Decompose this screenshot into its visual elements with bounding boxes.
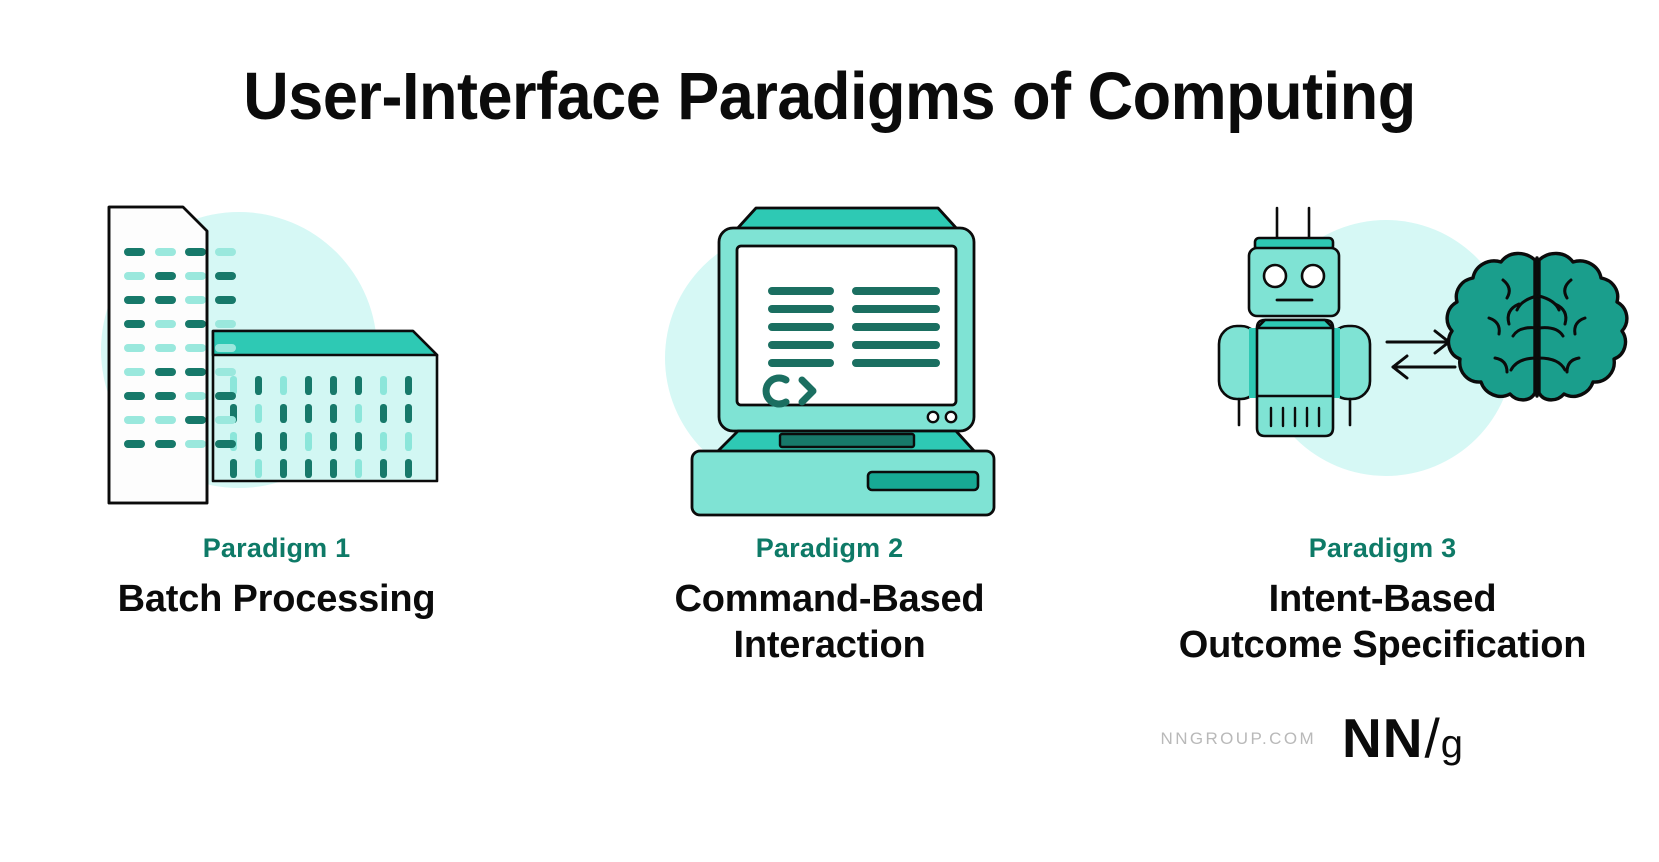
robot-eye-left xyxy=(1262,263,1287,289)
stand-slot xyxy=(778,432,915,449)
nng-logo: NN / g xyxy=(1342,711,1463,766)
paradigm-1-caption: Paradigm 1 Batch Processing xyxy=(17,533,537,622)
paradigm-column-3: Paradigm 3 Intent-Based Outcome Specific… xyxy=(1106,200,1659,690)
robot-grille xyxy=(1269,406,1320,428)
robot-torso xyxy=(1255,318,1334,438)
paradigm-1-name: Batch Processing xyxy=(117,577,436,620)
robot-brain-illustration xyxy=(1173,200,1629,510)
paradigm-1-kicker: Paradigm 1 xyxy=(202,533,351,563)
monitor-leds xyxy=(926,410,957,424)
arrow-left-head xyxy=(1391,354,1408,380)
paradigm-column-1: Paradigm 1 Batch Processing xyxy=(0,200,553,690)
command-prompt-icon xyxy=(762,374,816,408)
robot-figure xyxy=(1217,206,1371,438)
footer: NNGROUP.COM NN / g xyxy=(1161,711,1463,766)
robot-head xyxy=(1247,246,1340,318)
robot-eye-right xyxy=(1300,263,1325,289)
logo-g-text: g xyxy=(1440,722,1463,766)
screen-text-lines xyxy=(767,287,940,367)
paradigm-2-name: Command-Based Interaction xyxy=(674,577,985,667)
logo-nn-text: NN xyxy=(1342,707,1424,769)
punch-cards-illustration xyxy=(67,200,487,510)
computer-base xyxy=(690,449,995,517)
brain-folds xyxy=(1487,278,1586,374)
page-title: User-Interface Paradigms of Computing xyxy=(243,59,1416,134)
footer-url: NNGROUP.COM xyxy=(1160,728,1317,748)
floppy-drive-slot xyxy=(866,470,979,492)
paradigm-2-kicker: Paradigm 2 xyxy=(755,533,904,563)
vintage-computer-illustration xyxy=(620,200,1040,517)
punch-card-horizontal xyxy=(211,329,438,483)
paradigm-2-caption: Paradigm 2 Command-Based Interaction xyxy=(570,533,1090,669)
logo-slash-text: / xyxy=(1424,707,1440,769)
paradigm-columns: Paradigm 1 Batch Processing xyxy=(0,200,1659,690)
paradigm-3-caption: Paradigm 3 Intent-Based Outcome Specific… xyxy=(1123,533,1643,669)
paradigm-3-kicker: Paradigm 3 xyxy=(1308,533,1457,563)
paradigm-3-name: Intent-Based Outcome Specification xyxy=(1178,577,1587,667)
brain-icon xyxy=(1444,251,1629,402)
paradigm-column-2: Paradigm 2 Command-Based Interaction xyxy=(553,200,1106,690)
